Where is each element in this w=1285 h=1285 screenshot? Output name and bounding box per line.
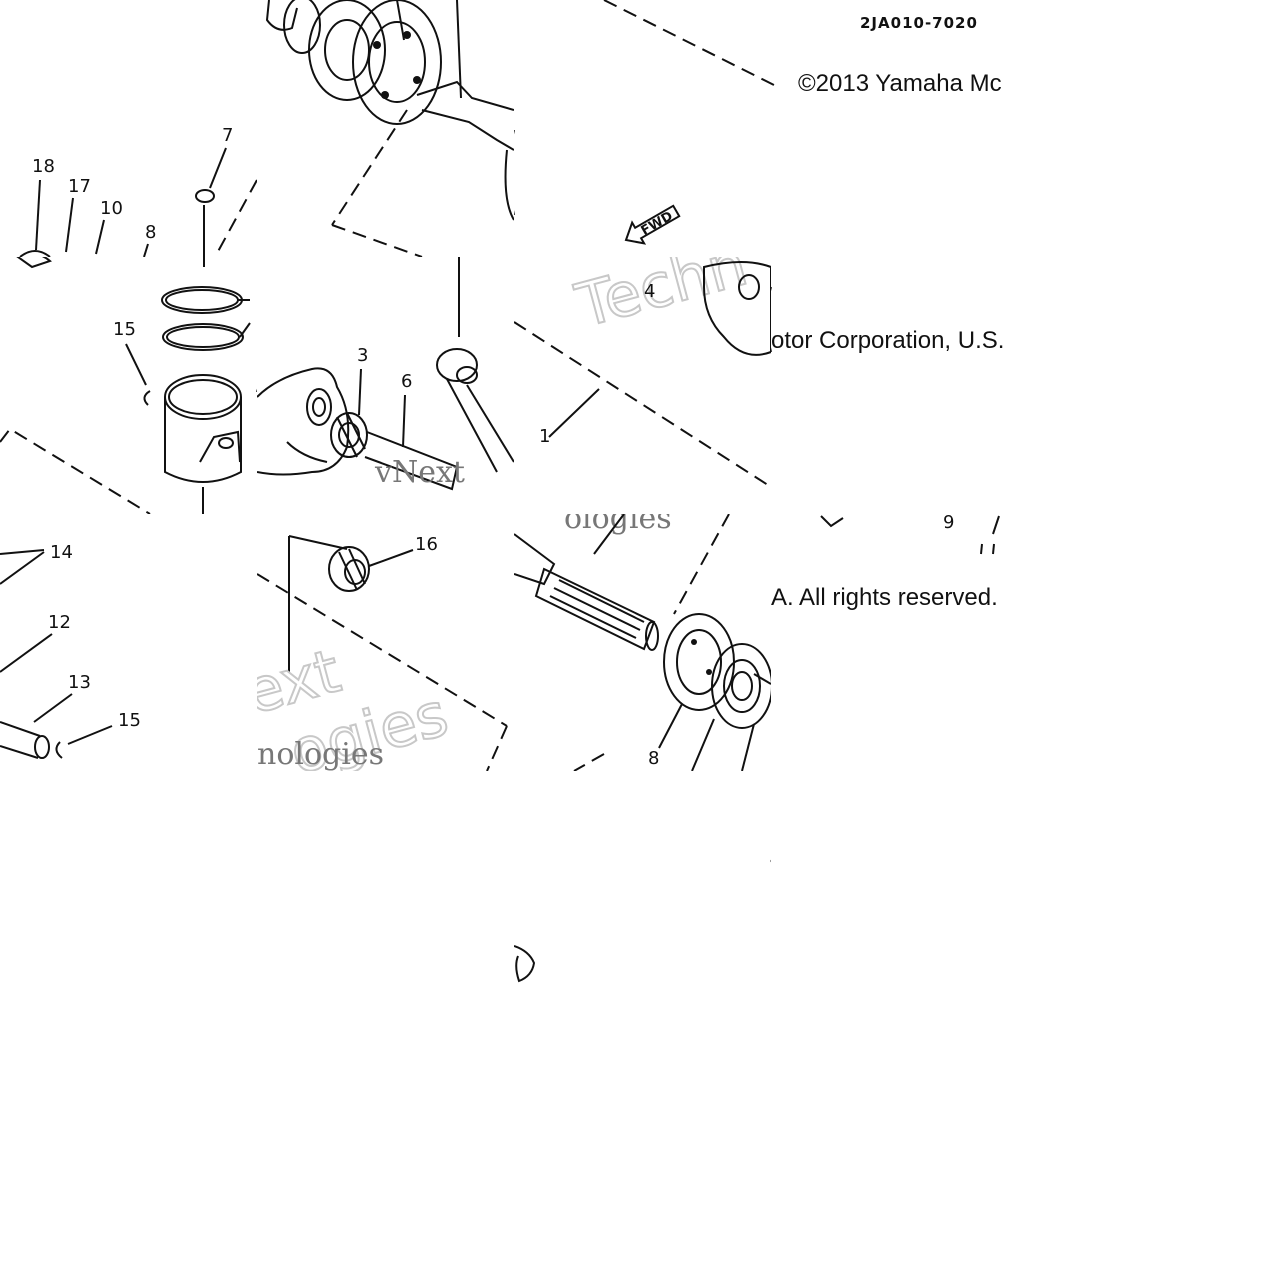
piston — [164, 374, 242, 514]
crank-pin — [364, 431, 459, 491]
copyright-line-1: ©2013 Yamaha Mc — [798, 70, 1002, 97]
callout-8: 8 — [143, 222, 156, 257]
callout-15-top: 15 — [113, 319, 151, 406]
tile-lower-right-outer: 9 A. All rights reserved. — [771, 514, 1028, 771]
callout-7: 7 — [195, 125, 233, 257]
callout-15a-label: 15 — [113, 319, 136, 340]
woodruff-key-shape — [195, 189, 215, 203]
needle-bearing-16 — [328, 546, 370, 592]
copyright-line-2: otor Corporation, U.S. — [771, 327, 1005, 354]
tile-lower-left: 14 12 13 15 — [0, 514, 257, 771]
callout-18-label: 18 — [32, 156, 55, 177]
callout-1-label: 1 — [539, 426, 550, 447]
callout-13-label: 13 — [68, 672, 91, 693]
piston-pin — [0, 721, 50, 759]
watermark-nologies: nologies — [257, 737, 384, 771]
crankshaft-right-end — [514, 514, 771, 729]
callout-3-label: 3 — [357, 345, 368, 366]
tile-top-right: 2JA010-7020 FWD ©2013 Yamaha Mc — [514, 0, 1028, 257]
watermark-ologies: ologies — [564, 514, 672, 536]
callout-4-label: 4 — [644, 281, 655, 302]
tile-bottom-fragment — [514, 771, 771, 1028]
tile-center: 3 6 vNext — [257, 257, 514, 514]
copyright-line-3: A. All rights reserved. — [771, 584, 998, 611]
callout-8b-label: 8 — [648, 748, 659, 769]
callout-12-label: 12 — [48, 612, 71, 633]
connecting-rod — [436, 348, 514, 473]
fwd-label: FWD — [639, 209, 676, 239]
callout-14-label: 14 — [50, 542, 73, 563]
callout-10: 10 — [95, 198, 123, 255]
bearing-right — [663, 613, 735, 711]
callout-10-label: 10 — [100, 198, 123, 219]
fwd-arrow: FWD — [624, 204, 681, 245]
tile-top-middle — [257, 0, 514, 257]
watermark-vnext-center: vNext — [374, 455, 465, 490]
tile-lower-right-inner: ologies 8 — [514, 514, 771, 771]
callout-16-label: 16 — [415, 534, 438, 555]
tile-mid-right-outer: otor Corporation, U.S. — [771, 257, 1028, 514]
callout-17: 17 — [65, 176, 91, 253]
watermark-techn: Techn — [569, 257, 755, 342]
tile-mid-left: 5 15 — [0, 257, 257, 514]
small-end-bearing — [330, 412, 368, 458]
piston-rings — [161, 286, 251, 351]
tile-lower-center: 16 ext ogies nologies — [257, 514, 514, 771]
crank-web-right — [703, 261, 771, 356]
callout-7-label: 7 — [222, 125, 233, 146]
tile-mid-right-inner: Techn 4 1 — [514, 257, 771, 514]
part-code: 2JA010-7020 — [860, 14, 978, 32]
crankshaft-left-end — [265, 0, 514, 221]
callout-15b-label: 15 — [118, 710, 141, 731]
callout-6-label: 6 — [401, 371, 412, 392]
tile-top-left: 18 17 10 8 7 — [0, 0, 257, 257]
callout-8-label: 8 — [145, 222, 156, 243]
bearing-left-outer — [352, 0, 442, 125]
callout-18: 18 — [32, 156, 55, 251]
callout-17-label: 17 — [68, 176, 91, 197]
callout-9-label: 9 — [943, 514, 954, 533]
oil-seal-right — [711, 643, 771, 729]
